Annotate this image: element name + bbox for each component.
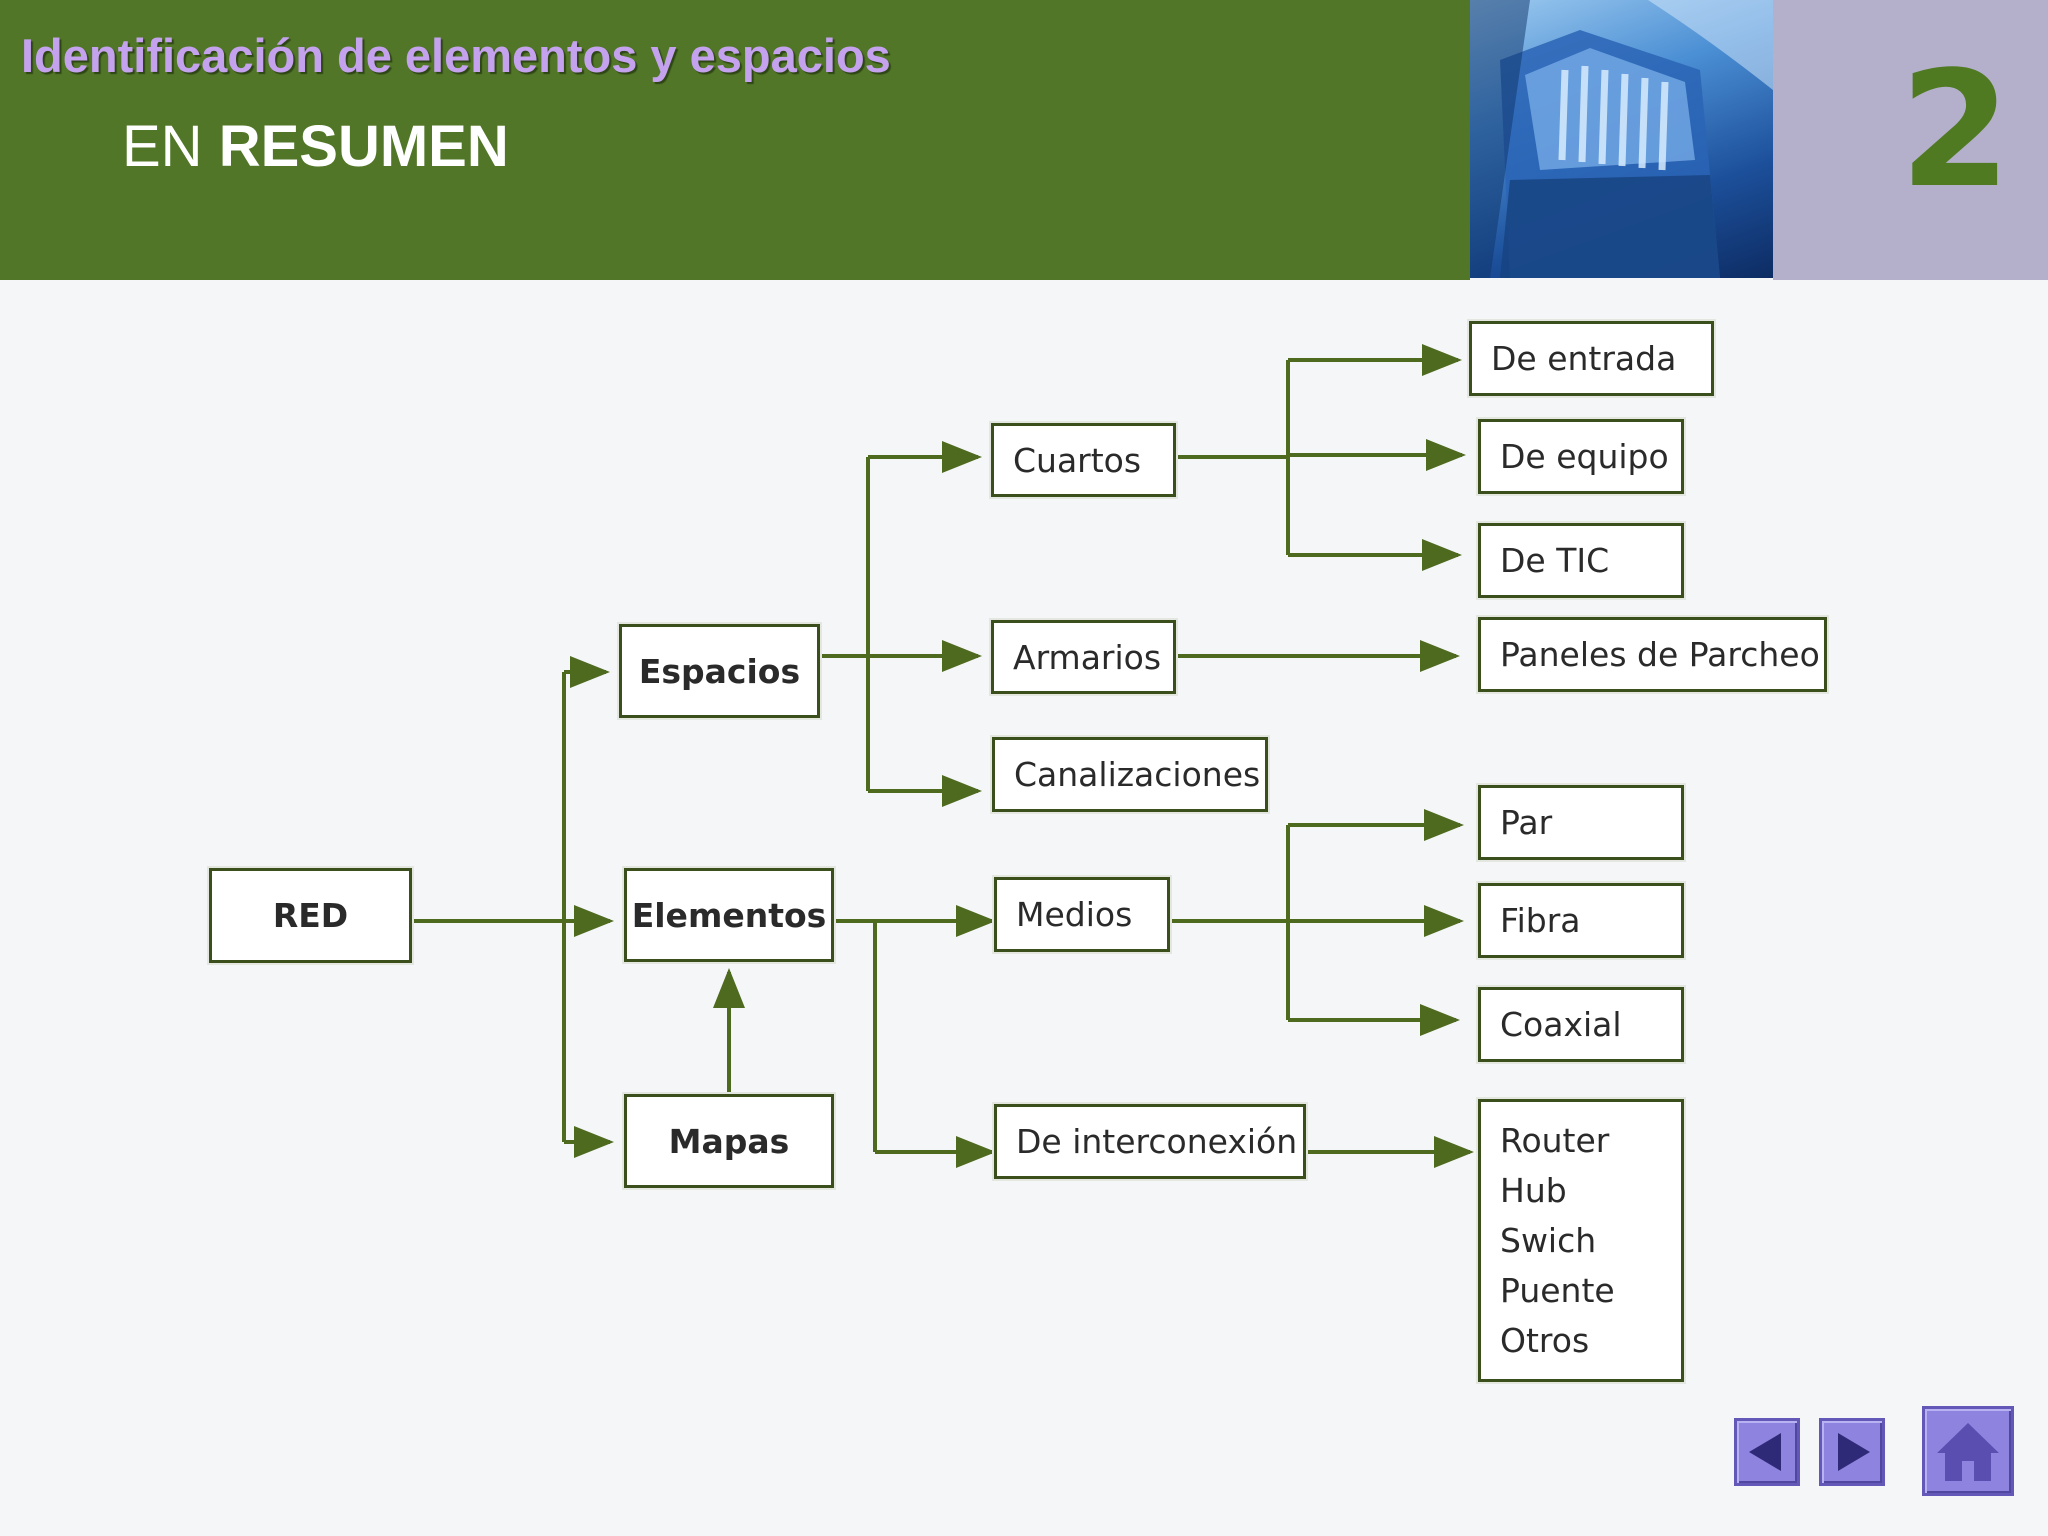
node-red: RED	[209, 868, 412, 963]
prev-button[interactable]	[1734, 1418, 1800, 1486]
next-button[interactable]	[1819, 1418, 1885, 1486]
arrow-right-icon	[1838, 1433, 1870, 1471]
rj45-connector-illustration	[1470, 0, 1773, 278]
chapter-number: 2	[1899, 36, 2011, 223]
node-dispositivos: Router Hub Swich Puente Otros	[1478, 1099, 1684, 1382]
node-de-entrada: De entrada	[1469, 321, 1714, 396]
node-cuartos: Cuartos	[991, 423, 1176, 497]
section-subtitle: EN RESUMEN	[122, 113, 509, 180]
node-de-tic: De TIC	[1478, 523, 1684, 598]
home-button[interactable]	[1922, 1406, 2014, 1496]
node-mapas: Mapas	[624, 1094, 834, 1188]
node-de-interconexion: De interconexión	[994, 1104, 1306, 1179]
network-connector-image	[1470, 0, 1773, 278]
page-title: Identificación de elementos y espacios	[21, 29, 891, 82]
node-par: Par	[1478, 785, 1684, 860]
node-canalizaciones: Canalizaciones	[992, 737, 1268, 812]
node-coaxial: Coaxial	[1478, 987, 1684, 1062]
device-item: Router	[1500, 1120, 1610, 1160]
chapter-panel: 2	[1773, 0, 2048, 280]
header-banner: Identificación de elementos y espacios E…	[0, 0, 1470, 280]
device-item: Hub	[1500, 1170, 1567, 1210]
node-elementos: Elementos	[624, 868, 834, 962]
node-paneles-de-parcheo: Paneles de Parcheo	[1478, 617, 1827, 692]
subtitle-prefix: EN	[122, 114, 203, 179]
device-item: Swich	[1500, 1220, 1597, 1260]
device-item: Otros	[1500, 1320, 1590, 1360]
node-armarios: Armarios	[991, 620, 1176, 694]
node-espacios: Espacios	[619, 624, 820, 718]
home-icon	[1937, 1423, 1999, 1481]
subtitle-bold: RESUMEN	[218, 114, 509, 179]
node-medios: Medios	[994, 877, 1170, 952]
node-de-equipo: De equipo	[1478, 419, 1684, 494]
arrow-left-icon	[1749, 1433, 1781, 1471]
node-fibra: Fibra	[1478, 883, 1684, 958]
device-item: Puente	[1500, 1270, 1615, 1310]
